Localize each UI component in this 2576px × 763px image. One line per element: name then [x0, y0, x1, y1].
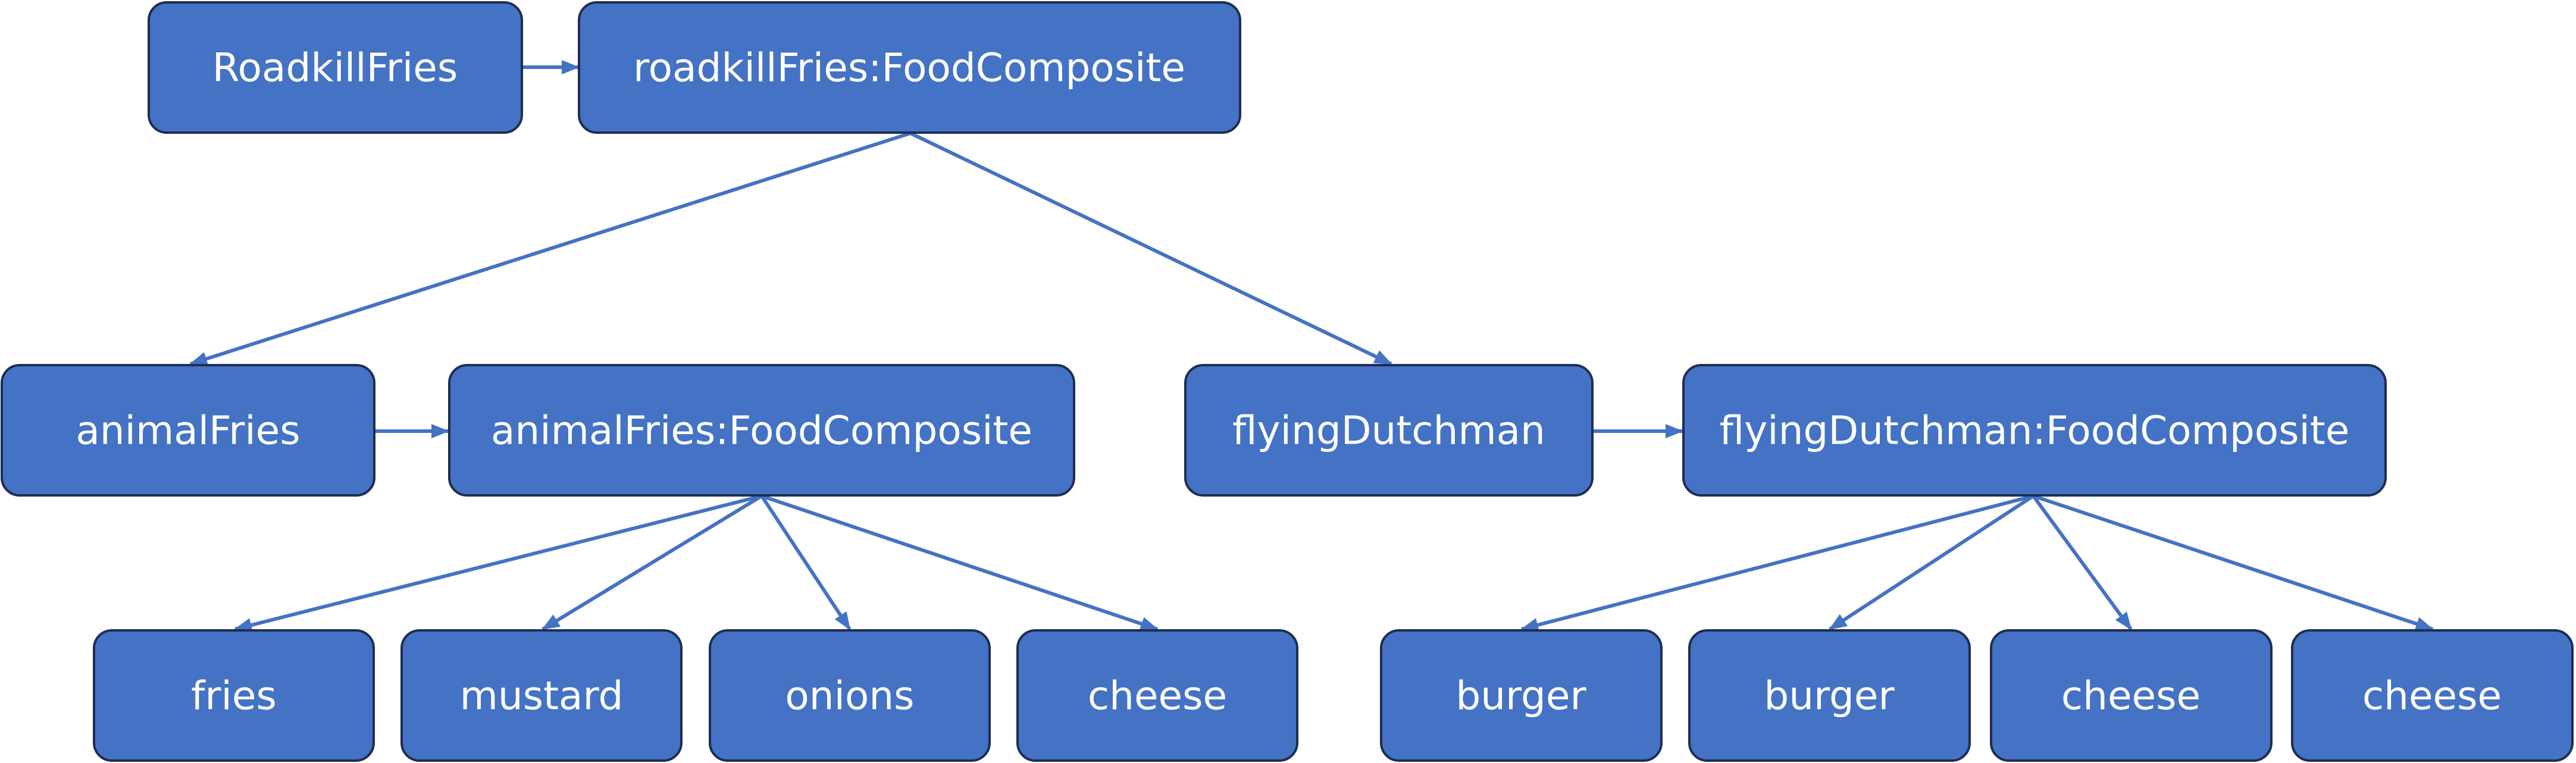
node-label: flyingDutchman:FoodComposite: [1720, 408, 2350, 454]
node-box: [148, 1, 523, 134]
edge-animalfries-instance-to-cheese: [761, 494, 1159, 631]
node-box: [1184, 364, 1594, 497]
node-box: [1682, 364, 2387, 497]
node-label: animalFries: [76, 408, 300, 454]
node-label: flyingDutchman: [1232, 408, 1545, 454]
node-label: onions: [785, 673, 914, 719]
node-box: [2291, 629, 2574, 762]
node-animalfries-ref: animalFries: [1, 364, 375, 497]
node-box: [1, 364, 375, 497]
node-box: [1688, 629, 1971, 762]
edge-roadkill-instance-to-flyingdutchman: [909, 131, 1392, 366]
node-leaf-fries: fries: [93, 629, 375, 762]
node-label: cheese: [2061, 673, 2201, 719]
node-box: [578, 1, 1241, 134]
node-label: burger: [1456, 673, 1586, 719]
node-label: burger: [1764, 673, 1895, 719]
node-label: RoadkillFries: [212, 45, 458, 91]
node-box: [448, 364, 1075, 497]
node-leaf-onions: onions: [709, 629, 991, 762]
edge-animalfries-instance-to-fries: [234, 494, 762, 632]
node-leaf-burger-1: burger: [1380, 629, 1663, 762]
node-label: cheese: [2362, 673, 2502, 719]
node-leaf-burger-2: burger: [1688, 629, 1971, 762]
node-flyingdutchman-instance: flyingDutchman:FoodComposite: [1682, 364, 2387, 497]
node-roadkillfries-instance: roadkillFries:FoodComposite: [578, 1, 1241, 134]
edge-flyingdutchman-instance-to-burger-1: [1520, 494, 2034, 632]
edge-roadkill-instance-to-animalfries: [189, 131, 911, 366]
edge-flyingdutchman-instance-to-burger-2: [1829, 494, 2034, 631]
node-box: [400, 629, 683, 762]
node-box: [93, 629, 375, 762]
edge-animalfries-instance-to-onions: [760, 495, 852, 630]
node-leaf-cheese-2: cheese: [1990, 629, 2273, 762]
node-box: [1016, 629, 1298, 762]
node-animalfries-instance: animalFries:FoodComposite: [448, 364, 1075, 497]
edge-flyingdutchman-instance-to-cheese-2: [2032, 495, 2133, 630]
node-label: cheese: [1088, 673, 1227, 719]
node-label: roadkillFries:FoodComposite: [633, 45, 1185, 91]
edge-animalfries-instance-to-mustard: [542, 494, 763, 631]
node-leaf-cheese-1: cheese: [1016, 629, 1298, 762]
node-label: mustard: [460, 673, 624, 719]
edge-flyingdutchman-instance-to-cheese-3: [2033, 494, 2434, 631]
node-roadkillfries-class: RoadkillFries: [148, 1, 523, 134]
node-leaf-cheese-3: cheese: [2291, 629, 2574, 762]
node-box: [1990, 629, 2273, 762]
node-box: [1380, 629, 1663, 762]
node-leaf-mustard: mustard: [400, 629, 683, 762]
node-flyingdutchman-ref: flyingDutchman: [1184, 364, 1594, 497]
node-label: fries: [191, 673, 277, 719]
node-box: [709, 629, 991, 762]
edges-layer: [189, 60, 2434, 632]
node-label: animalFries:FoodComposite: [491, 408, 1032, 454]
